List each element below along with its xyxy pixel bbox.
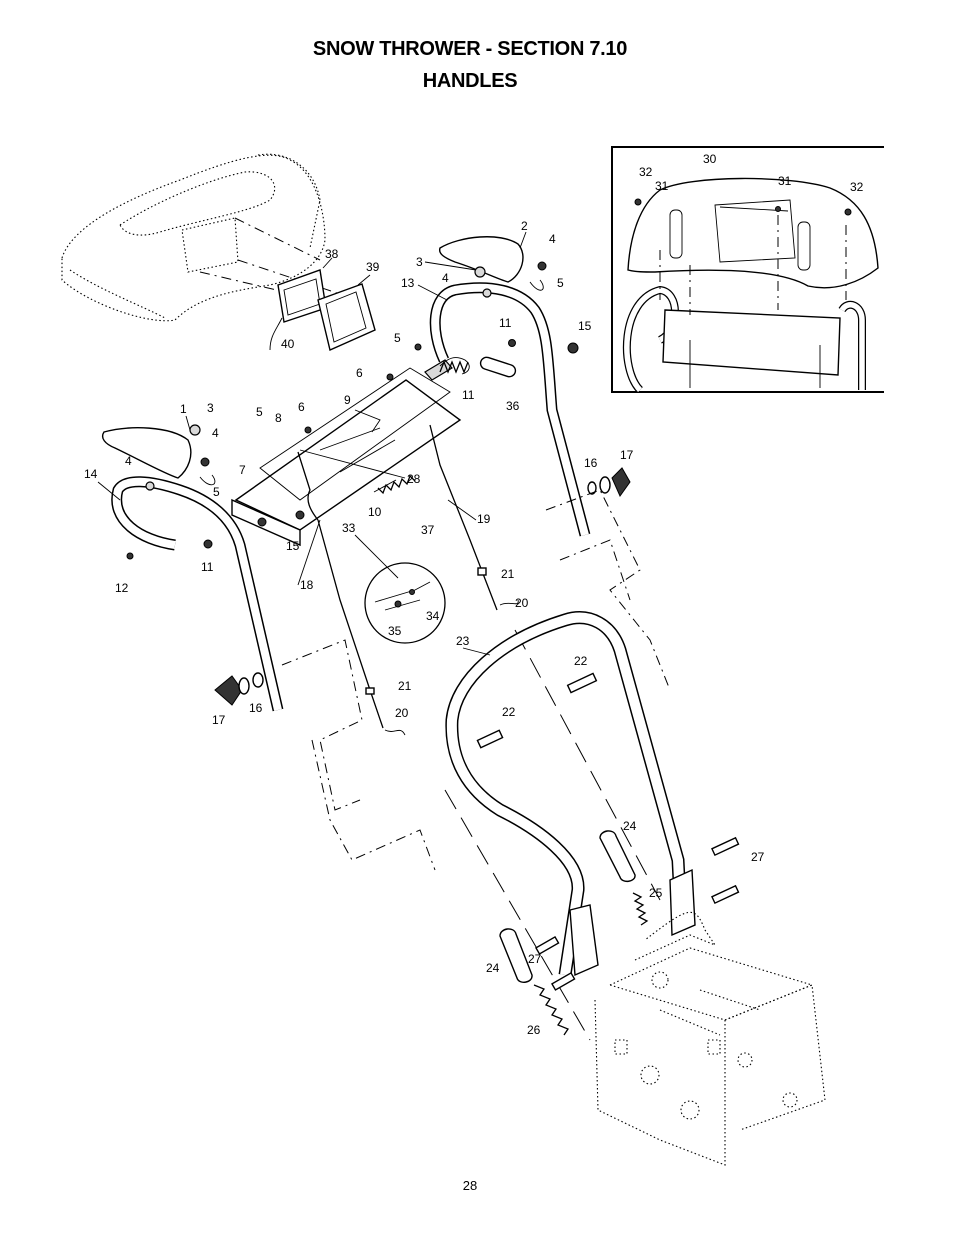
callout-16: 16 <box>249 701 263 715</box>
auger-housing-phantom <box>594 911 826 1166</box>
right-knob <box>587 467 631 498</box>
callout-1: 1 <box>180 402 187 416</box>
callout-21: 21 <box>398 679 412 693</box>
callout-34: 34 <box>426 609 440 623</box>
callout-21: 21 <box>501 567 515 581</box>
callout-22: 22 <box>574 654 588 668</box>
callout-15: 15 <box>286 539 300 553</box>
callout-5: 5 <box>394 331 401 345</box>
callout-39: 39 <box>366 260 380 274</box>
callout-15: 15 <box>578 319 592 333</box>
callout-23: 23 <box>456 634 470 648</box>
headlight-assembly <box>269 257 376 351</box>
callout-4: 4 <box>125 454 132 468</box>
callout-6: 6 <box>356 366 363 380</box>
callout-25: 25 <box>649 886 663 900</box>
callout-19: 19 <box>477 512 491 526</box>
callout-7: 7 <box>239 463 246 477</box>
callout-2: 2 <box>521 219 528 233</box>
callout-4: 4 <box>549 232 556 246</box>
callout-27: 27 <box>751 850 765 864</box>
callout-4: 4 <box>442 271 449 285</box>
callout-32: 32 <box>850 180 864 194</box>
callout-33: 33 <box>342 521 356 535</box>
upper-right-handle <box>429 236 591 537</box>
callout-10: 10 <box>368 505 382 519</box>
callout-20: 20 <box>515 596 529 610</box>
callout-32: 32 <box>639 165 653 179</box>
callout-35: 35 <box>388 624 402 638</box>
callout-3: 3 <box>416 255 423 269</box>
detail-circle <box>354 534 446 644</box>
callout-22: 22 <box>502 705 516 719</box>
callout-28: 28 <box>407 472 421 486</box>
callout-9: 9 <box>344 393 351 407</box>
callout-17: 17 <box>212 713 226 727</box>
callout-12: 12 <box>115 581 129 595</box>
callout-16: 16 <box>584 456 598 470</box>
callout-6: 6 <box>298 400 305 414</box>
phantom-outlines <box>281 489 671 1041</box>
callout-11: 11 <box>201 560 214 574</box>
leader-lines <box>97 231 527 656</box>
callout-5: 5 <box>557 276 564 290</box>
lower-handle <box>445 611 740 1036</box>
section-title: SNOW THROWER - SECTION 7.10 <box>312 38 628 60</box>
callout-24: 24 <box>486 961 500 975</box>
inset-detail <box>611 146 884 393</box>
section-subtitle: HANDLES <box>422 70 518 92</box>
callout-31: 31 <box>778 174 792 188</box>
callout-17: 17 <box>620 448 634 462</box>
upper-left-handle <box>101 424 284 712</box>
control-rods <box>297 424 519 736</box>
callout-30: 30 <box>703 152 717 166</box>
callout-13: 13 <box>401 276 415 290</box>
callout-26: 26 <box>527 1023 541 1037</box>
callout-5: 5 <box>213 485 220 499</box>
callout-labels: 1 2 3 3 4 4 4 4 5 5 5 5 6 6 7 8 9 10 11 … <box>84 152 864 1037</box>
callout-5: 5 <box>256 405 263 419</box>
callout-14: 14 <box>84 467 98 481</box>
callout-38: 38 <box>325 247 339 261</box>
control-panel-frame <box>231 343 470 547</box>
callout-31: 31 <box>655 179 669 193</box>
callout-3: 3 <box>207 401 214 415</box>
callout-8: 8 <box>275 411 282 425</box>
page-number: 28 <box>462 1178 478 1193</box>
callout-4: 4 <box>212 426 219 440</box>
callout-40: 40 <box>281 337 295 351</box>
callout-18: 18 <box>300 578 314 592</box>
callout-24: 24 <box>623 819 637 833</box>
callout-36: 36 <box>506 399 520 413</box>
callout-11: 11 <box>462 388 475 402</box>
callout-11: 11 <box>499 316 512 330</box>
callout-20: 20 <box>395 706 409 720</box>
callout-37: 37 <box>421 523 435 537</box>
callout-27: 27 <box>528 952 542 966</box>
